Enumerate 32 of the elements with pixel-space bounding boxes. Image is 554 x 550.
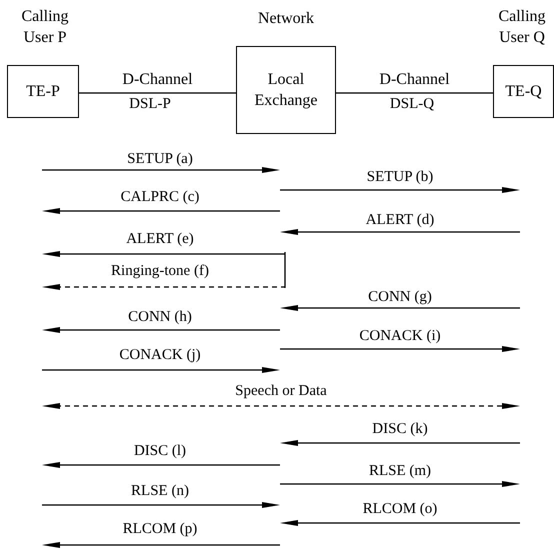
message-label: CONN (h) [128,308,192,326]
node-label: Local Exchange [253,70,319,111]
node-caption: Calling User Q [497,7,547,48]
process-box [236,46,336,134]
connector-line [336,92,493,94]
message-label: CONACK (j) [119,346,201,364]
message-label: Ringing-tone (f) [111,262,209,280]
message-label: RLSE (m) [368,462,432,480]
message-label: ALERT (e) [126,230,194,248]
message-label: Speech or Data [235,382,327,400]
message-label: RLCOM (p) [122,520,198,538]
message-label: DISC (k) [372,420,428,438]
edge-label: D-Channel [379,71,450,89]
message-label: DISC (l) [134,442,186,460]
message-label: CALPRC (c) [120,188,200,206]
node-label: TE-P [25,82,61,102]
node-caption: Calling User P [20,7,70,48]
channel-label: DSL-Q [390,95,434,113]
node-label: TE-Q [504,82,543,102]
message-label: RLSE (n) [131,482,189,500]
message-label: CONACK (i) [359,327,441,345]
message-label: SETUP (a) [127,150,193,168]
channel-label: DSL-P [129,95,171,113]
edge-label: D-Channel [122,71,193,89]
node-caption: Network [257,9,315,29]
message-label: RLCOM (o) [362,500,438,518]
process-box [7,65,79,118]
message-label: CONN (g) [368,288,432,306]
connector-line [79,92,236,94]
message-label: ALERT (d) [366,211,434,229]
process-box [493,65,554,118]
message-label: SETUP (b) [366,168,434,186]
